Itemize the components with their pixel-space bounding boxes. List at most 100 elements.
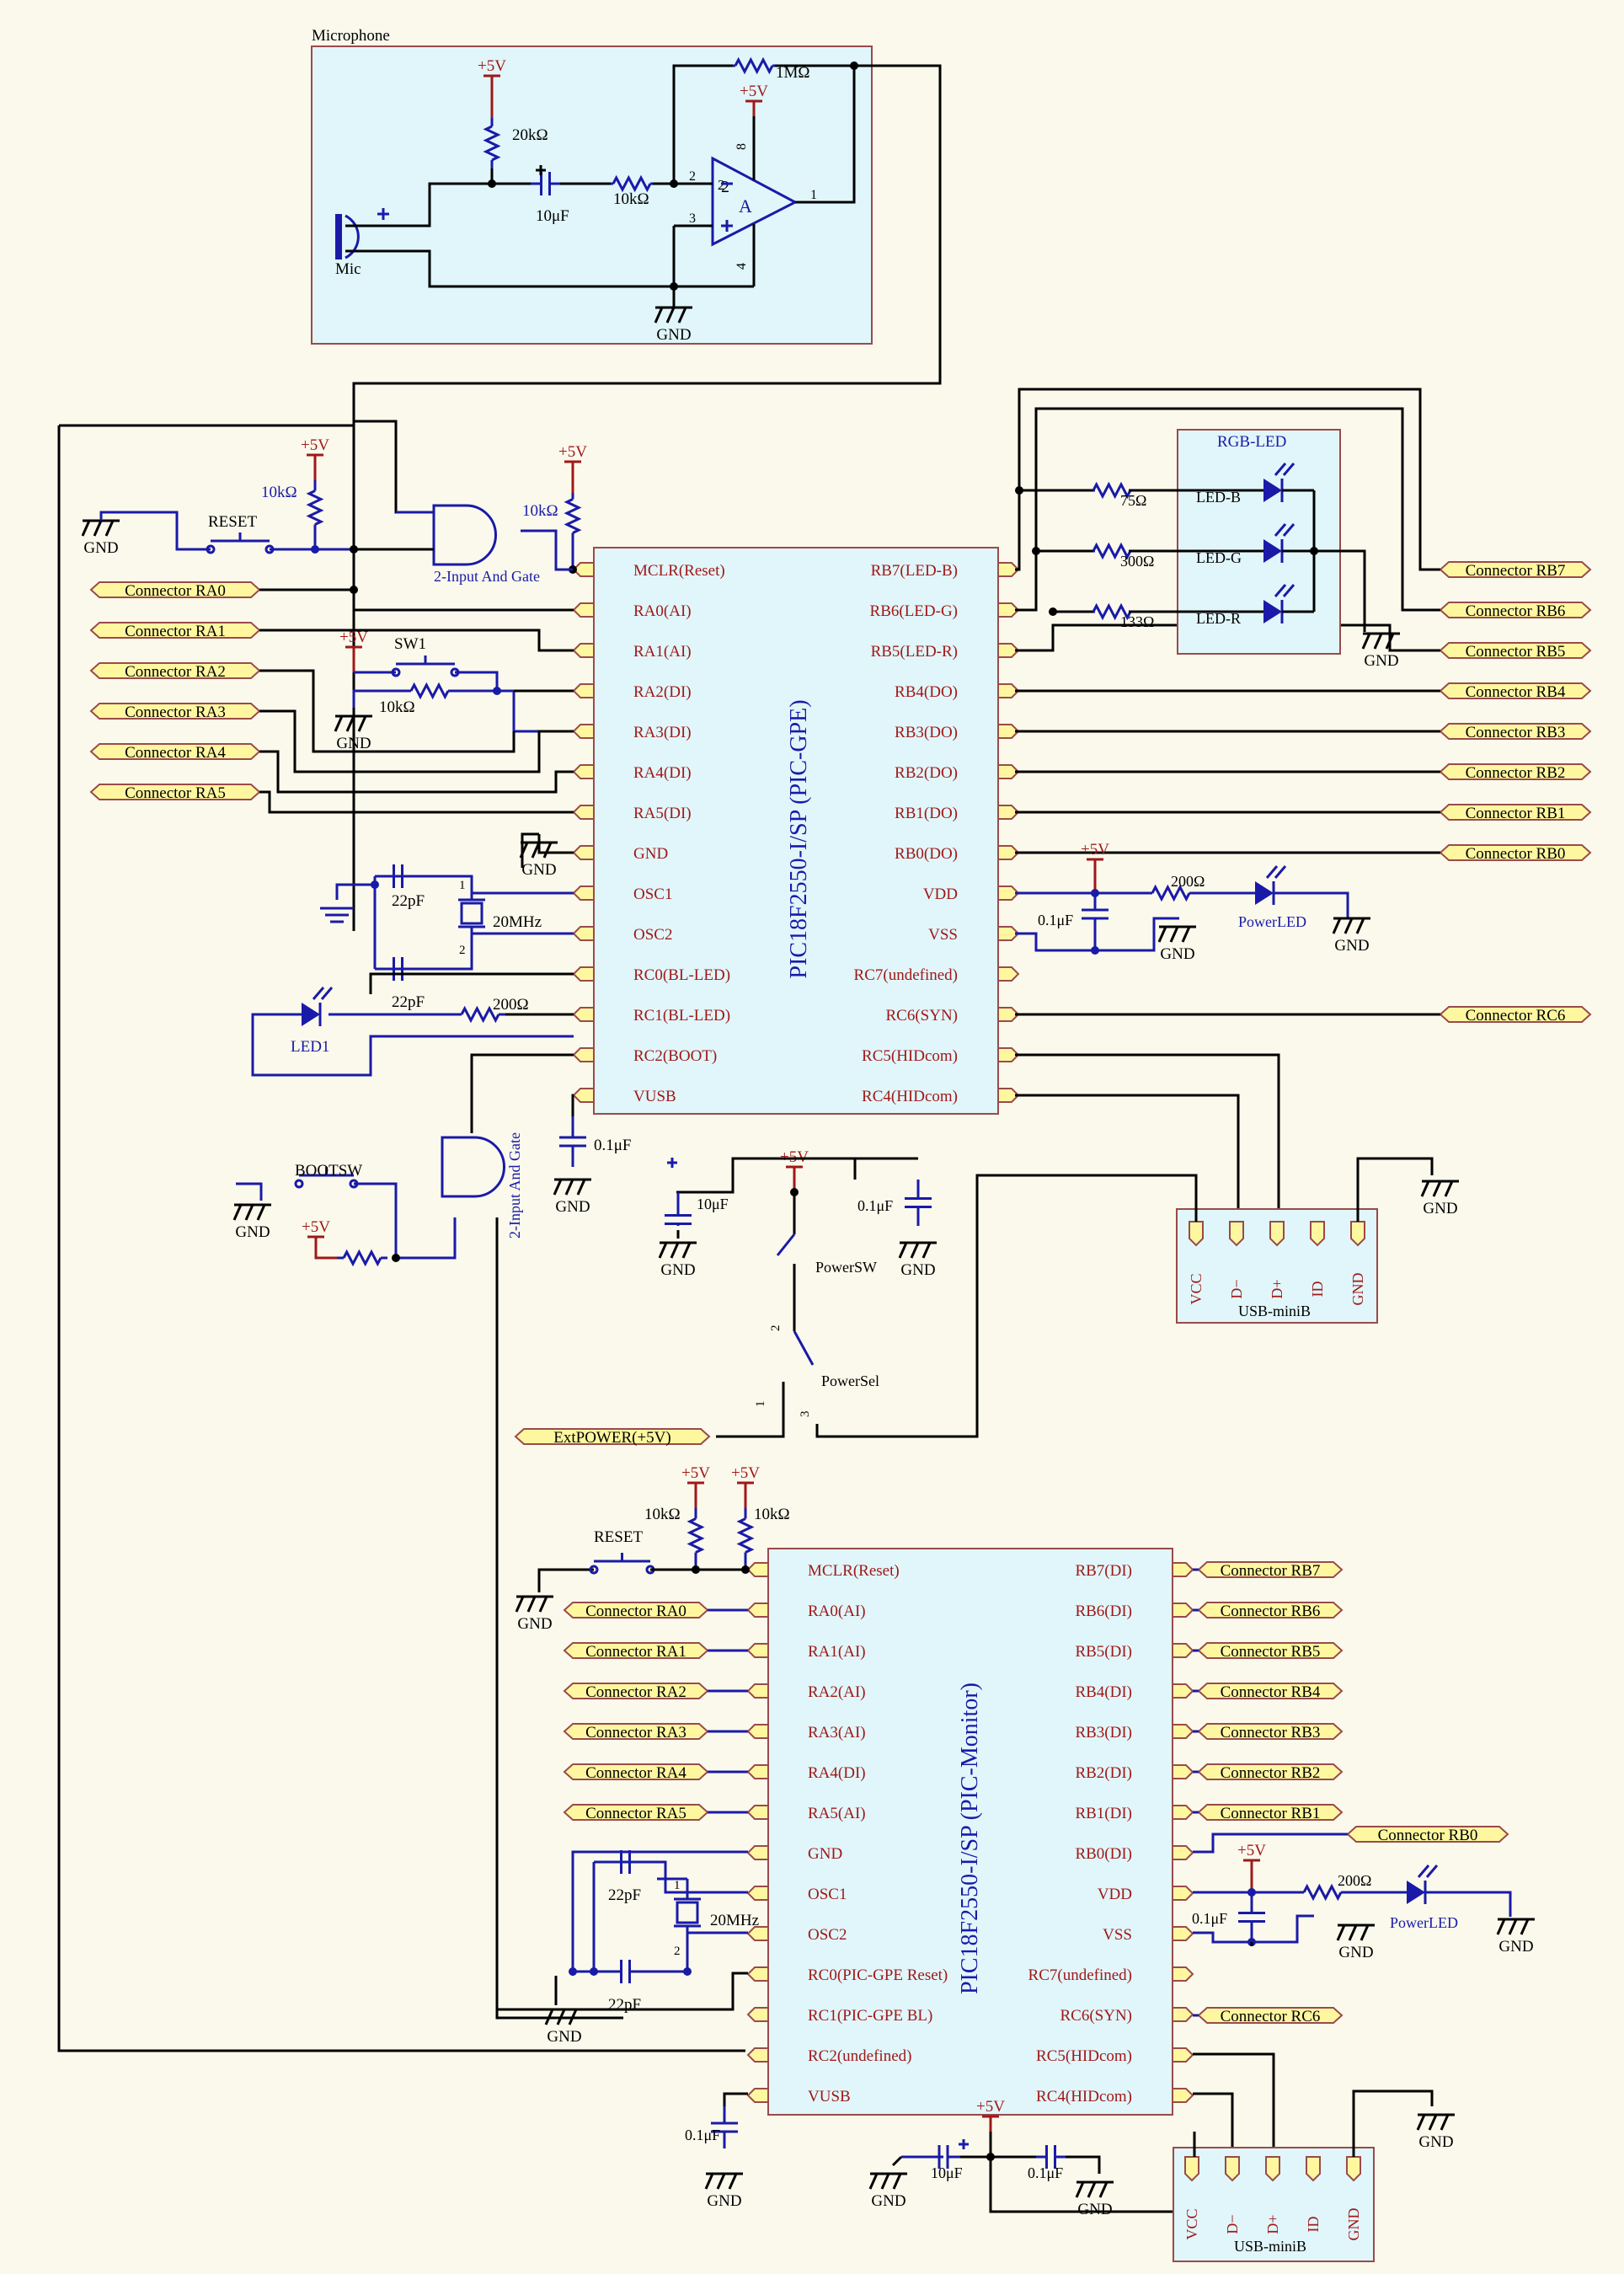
pic-gpe-right-pin: VDD (923, 886, 958, 903)
pic-monitor-left-pin: RC0(PIC-GPE Reset) (808, 1966, 948, 1984)
ground-symbol (1432, 1180, 1442, 1197)
ground-symbol (515, 1596, 525, 1613)
ground-symbol (1444, 1180, 1454, 1197)
gnd-label: GND (1423, 1200, 1457, 1217)
r1m-label: 1MΩ (776, 64, 810, 82)
wire (1015, 932, 1097, 952)
wire (537, 834, 574, 854)
chip-pin (997, 1047, 1020, 1062)
pic-gpe-left-pin: RA4(DI) (633, 764, 692, 782)
r10k-label: 10kΩ (754, 1506, 790, 1523)
c22p-label: 22pF (608, 1996, 641, 2014)
ground-symbol (868, 2173, 879, 2190)
wire (375, 875, 473, 893)
usb-pin-label: D+ (1264, 2214, 1281, 2234)
usb-pin (1350, 1221, 1365, 1247)
gnd-label: GND (707, 2192, 741, 2210)
junction-dot (350, 545, 358, 554)
resistor-label: 133Ω (1120, 613, 1154, 630)
c01u-label: 0.1μF (1192, 1910, 1227, 1927)
usb-pin (1184, 2156, 1199, 2182)
wire (891, 2155, 903, 2167)
ground-symbol (256, 1204, 266, 1221)
connector-label: Connector RA2 (125, 663, 226, 681)
pic-monitor-left-pin: RA3(AI) (808, 1724, 866, 1742)
chip-pin (572, 602, 595, 618)
pic-gpe-right-pin: RB2(DO) (895, 764, 958, 782)
led1-label: LED1 (291, 1038, 329, 1056)
ground-symbol (564, 1179, 574, 1196)
pic-monitor-right-pin: RB7(DI) (1075, 1562, 1132, 1580)
connector-label: Connector RB2 (1466, 764, 1566, 782)
wire (521, 529, 573, 571)
microphone-box (311, 45, 873, 345)
usb-pin (1310, 1221, 1325, 1247)
r200-label: 200Ω (1171, 873, 1205, 890)
gnd-label: GND (656, 326, 691, 344)
led-ray (1274, 463, 1287, 476)
ground-symbol (1075, 2181, 1085, 2198)
pin-number: 4 (735, 263, 749, 270)
connector-tag (563, 1683, 709, 1699)
c10u-label: 10μF (931, 2164, 963, 2181)
connector-label: Connector RA2 (585, 1683, 686, 1701)
wire (259, 588, 574, 612)
usb-pin-label: VCC (1188, 1273, 1205, 1304)
powerled-label: PowerLED (1238, 913, 1306, 930)
pic-gpe-left-pin: RA1(AI) (633, 643, 692, 661)
pic-gpe-left-pin: RA5(DI) (633, 805, 692, 822)
and-gate-label: 2-Input And Gate (506, 1132, 523, 1239)
chip-pin (746, 1966, 769, 1982)
usb-pin-label: VCC (1183, 2208, 1200, 2239)
c22p-label: 22pF (392, 993, 425, 1011)
pic-monitor-right-pin: RB5(DI) (1075, 1643, 1132, 1661)
chip-pin (746, 2088, 769, 2103)
pic-gpe-left-pin: OSC1 (633, 886, 672, 903)
pin-number: 2 (689, 169, 696, 184)
pin-number: 2 (769, 1325, 783, 1332)
pic-monitor-left-pin: RC2(undefined) (808, 2047, 911, 2065)
pic-monitor-left-pin: GND (808, 1845, 842, 1863)
vcc-label: +5V (558, 443, 587, 461)
pic-monitor-left-pin: RA0(AI) (808, 1603, 866, 1620)
connector-tag (89, 662, 261, 679)
wire (99, 511, 126, 521)
xtal-label: 20MHz (710, 1912, 759, 1929)
junction-dot (683, 1967, 692, 1976)
wire (1193, 2092, 1234, 2153)
ground-symbol (1385, 633, 1395, 650)
gnd-label: GND (83, 539, 118, 557)
wire (571, 1094, 574, 1116)
wire (1015, 1094, 1240, 1209)
connector-label: Connector RA4 (585, 1764, 686, 1782)
pic-gpe-right-pin: RC7(undefined) (854, 966, 958, 984)
mic-label: Mic (335, 260, 361, 278)
wire (815, 1174, 1198, 1438)
chip-pin (572, 886, 595, 901)
wire (1352, 2089, 1434, 2157)
connector-label: Connector RB7 (1466, 562, 1566, 580)
r200-label: 200Ω (1338, 1872, 1371, 1889)
ground-symbol (357, 715, 367, 732)
pic-monitor-left-pin: RA1(AI) (808, 1643, 866, 1661)
connector-label: Connector RA0 (585, 1603, 686, 1620)
wire (345, 249, 674, 288)
ground-symbol (910, 1242, 920, 1259)
connector-label: Connector RA4 (125, 744, 226, 762)
wire (495, 1217, 623, 2020)
chip-pin (572, 724, 595, 739)
led-ray (312, 987, 325, 1000)
junction-dot (392, 1254, 400, 1262)
ground-symbol (892, 2173, 902, 2190)
connector-label: Connector RB5 (1466, 643, 1566, 661)
pin-number: 1 (459, 879, 466, 892)
chip-pin (997, 845, 1020, 860)
wire (793, 1330, 815, 1366)
ground-symbol (1420, 1180, 1430, 1197)
ground-symbol (716, 2173, 726, 2190)
wire (571, 1850, 748, 1976)
pic-gpe-right-pin: RB6(LED-G) (870, 602, 958, 620)
resistor (686, 1517, 705, 1554)
ground-symbol (1181, 926, 1191, 943)
